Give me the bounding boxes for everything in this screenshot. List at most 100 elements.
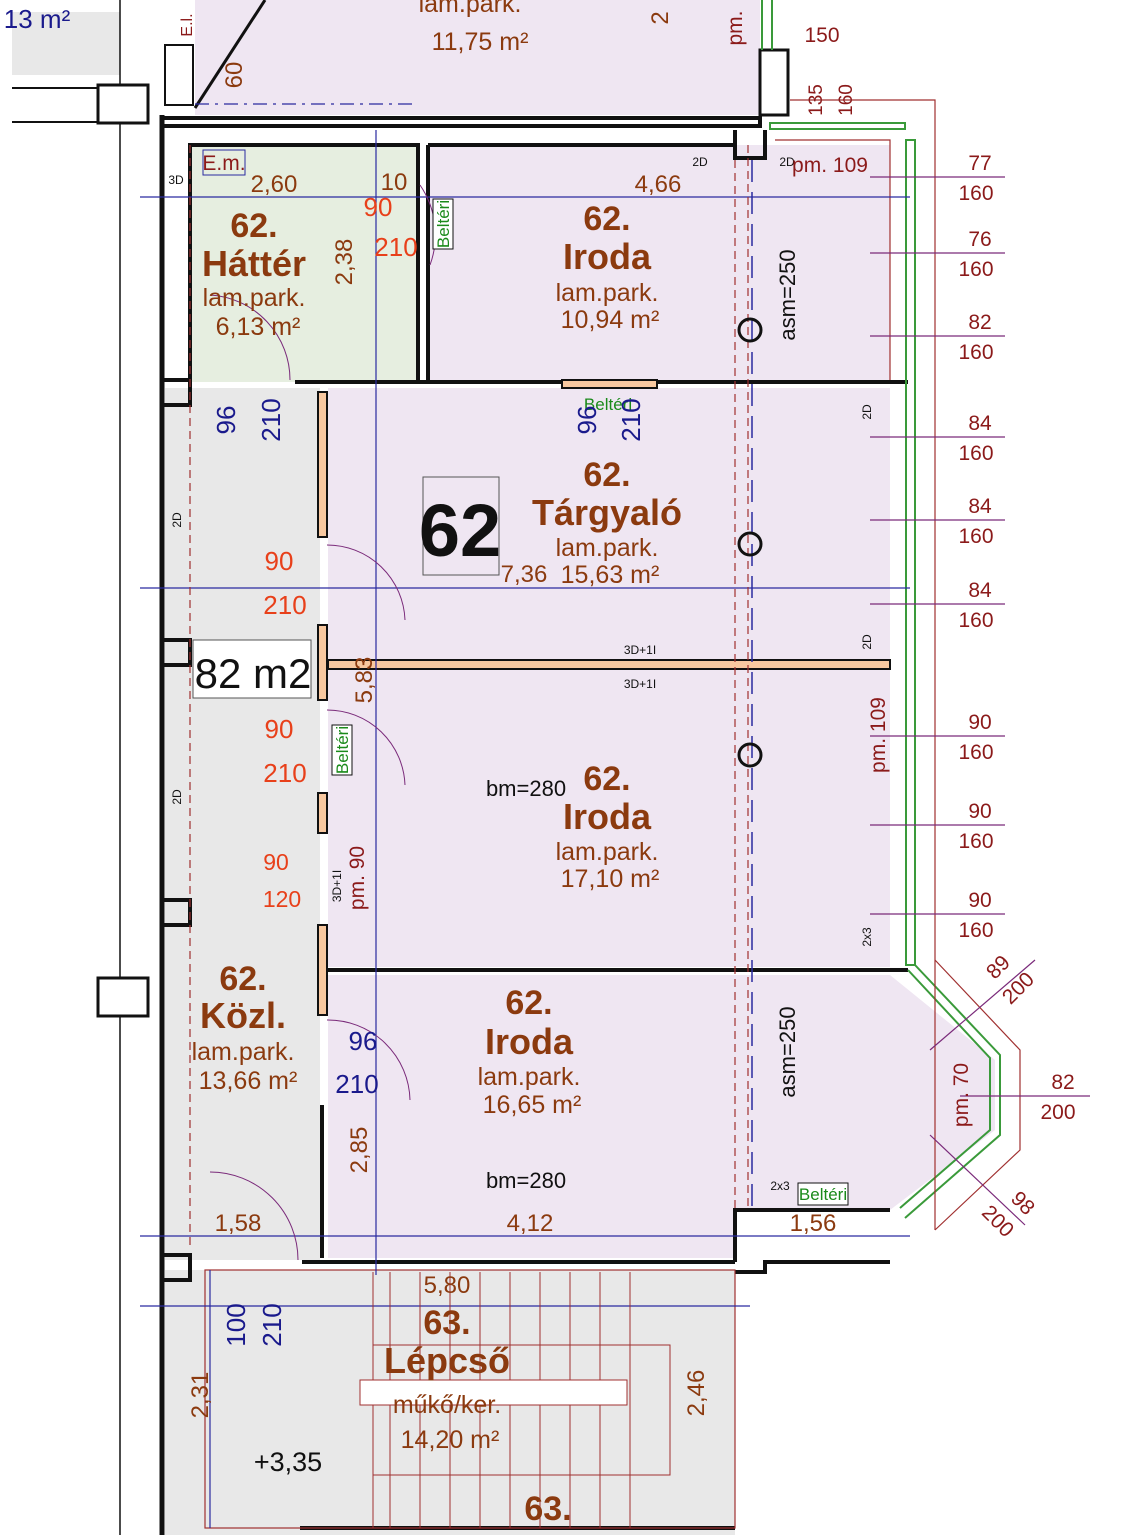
socket-2d: 2D [170,512,184,528]
window-width: 90 [263,849,289,875]
room-area: 10,94 m² [561,306,660,334]
dim-135: 135 [806,84,827,116]
door-width: 90 [265,546,294,576]
svg-text:160: 160 [958,919,993,942]
svg-text:90: 90 [968,889,991,912]
dim-10: 10 [381,169,408,196]
hatter-fill [190,145,420,382]
bm-label: bm=280 [486,1168,566,1193]
room-number: 62. [219,960,266,998]
dim-2-85: 2,85 [346,1127,373,1174]
svg-text:200: 200 [1040,1101,1075,1124]
door-height: 210 [256,398,286,441]
room-floor: lam.park. [556,838,659,866]
svg-text:84: 84 [968,579,992,602]
room-area: 6,13 m² [216,313,301,341]
room-name: Iroda [485,1021,574,1062]
door-height: 210 [257,1303,287,1346]
svg-text:160: 160 [958,525,993,548]
asm-label: asm=250 [775,1006,800,1097]
window-height: 120 [263,886,301,912]
dimension-lines [140,103,1090,1528]
socket-2d: 2D [170,789,184,805]
svg-text:160: 160 [958,258,993,281]
door-width: 96 [349,1026,378,1056]
socket-2d: 2D [779,155,795,169]
door-width: 90 [265,714,294,744]
top-dim: 2 [647,11,674,24]
belteri-label: Beltéri [333,726,352,774]
window-sill-pm90: pm. 90 [346,846,369,910]
socket-2d: 2D [692,155,708,169]
svg-text:77: 77 [968,152,991,175]
dim-2-46: 2,46 [683,1370,710,1417]
room-area: 14,20 m² [401,1426,500,1454]
next-room-number: 63. [524,1490,571,1528]
room-area: 13,66 m² [199,1067,298,1095]
room-name: Iroda [563,236,652,277]
svg-text:84: 84 [968,412,992,435]
socket-2x3: 2x3 [860,927,874,947]
corridor-fill [165,388,320,1260]
svg-text:98: 98 [1006,1187,1039,1220]
svg-text:82: 82 [968,311,991,334]
bm-label: bm=280 [486,776,566,801]
belteri-label: Beltéri [434,200,453,248]
room-floor: lam.park. [556,534,659,562]
window-sill-pm109: pm. 109 [867,697,890,773]
el-label: E.l. [179,13,196,36]
dim-5-80: 5,80 [424,1272,471,1299]
room-number: 62. [505,984,552,1022]
unit-number: 62 [419,489,501,572]
room-number: 62. [583,760,630,798]
room-name: Tárgyaló [532,492,682,533]
left-room-area: 13 m² [4,4,71,34]
dim-2-38: 2,38 [331,239,358,286]
door-height: 210 [263,758,306,788]
dim-4-66: 4,66 [635,171,682,198]
door-width: 96 [572,406,602,435]
room-name: Közl. [200,995,286,1036]
unit-total-area: 82 m2 [195,650,312,697]
dim-60: 60 [221,62,248,89]
em-label: E.m. [202,152,245,175]
room-name: Lépcső [384,1340,510,1381]
iroda-top-fill [428,145,890,382]
room-area: 17,10 m² [561,865,660,893]
socket-3d: 3D [168,173,184,187]
svg-text:82: 82 [1051,1071,1074,1094]
socket-2x3: 2x3 [770,1179,790,1193]
room-number: 62. [230,207,277,245]
svg-text:84: 84 [968,495,992,518]
door-width: 100 [221,1303,251,1346]
dim-2-60: 2,60 [251,171,298,198]
top-room-floor: lam.park. [419,0,522,18]
room-floor: műkő/ker. [393,1391,501,1419]
room-name: Háttér [202,243,306,284]
window-frames [761,0,1001,1219]
dim-7-36: 7,36 [501,561,548,588]
room-floor: lam.park. [203,284,306,312]
svg-text:76: 76 [968,228,991,251]
svg-text:89: 89 [982,951,1015,984]
dim-1-58: 1,58 [215,1210,262,1237]
belteri-label: Beltéri [799,1185,847,1204]
room-number: 62. [583,200,630,238]
window-sill-pm109: pm. 109 [792,154,868,177]
room-floor: lam.park. [556,279,659,307]
socket-3d1i: 3D+1I [624,643,656,657]
svg-text:160: 160 [958,609,993,632]
door-height: 210 [616,398,646,441]
room-number: 62. [583,456,630,494]
room-area: 15,63 m² [561,561,660,589]
top-room-area: 11,75 m² [432,28,529,56]
socket-3d1i: 3D+1I [330,870,344,902]
dim-2-31: 2,31 [187,1372,214,1419]
dim-160: 160 [836,84,857,116]
room-name: Iroda [563,796,652,837]
socket-3d1i: 3D+1I [624,677,656,691]
outer-lines [204,99,1021,1529]
left-room-fill [12,12,120,75]
